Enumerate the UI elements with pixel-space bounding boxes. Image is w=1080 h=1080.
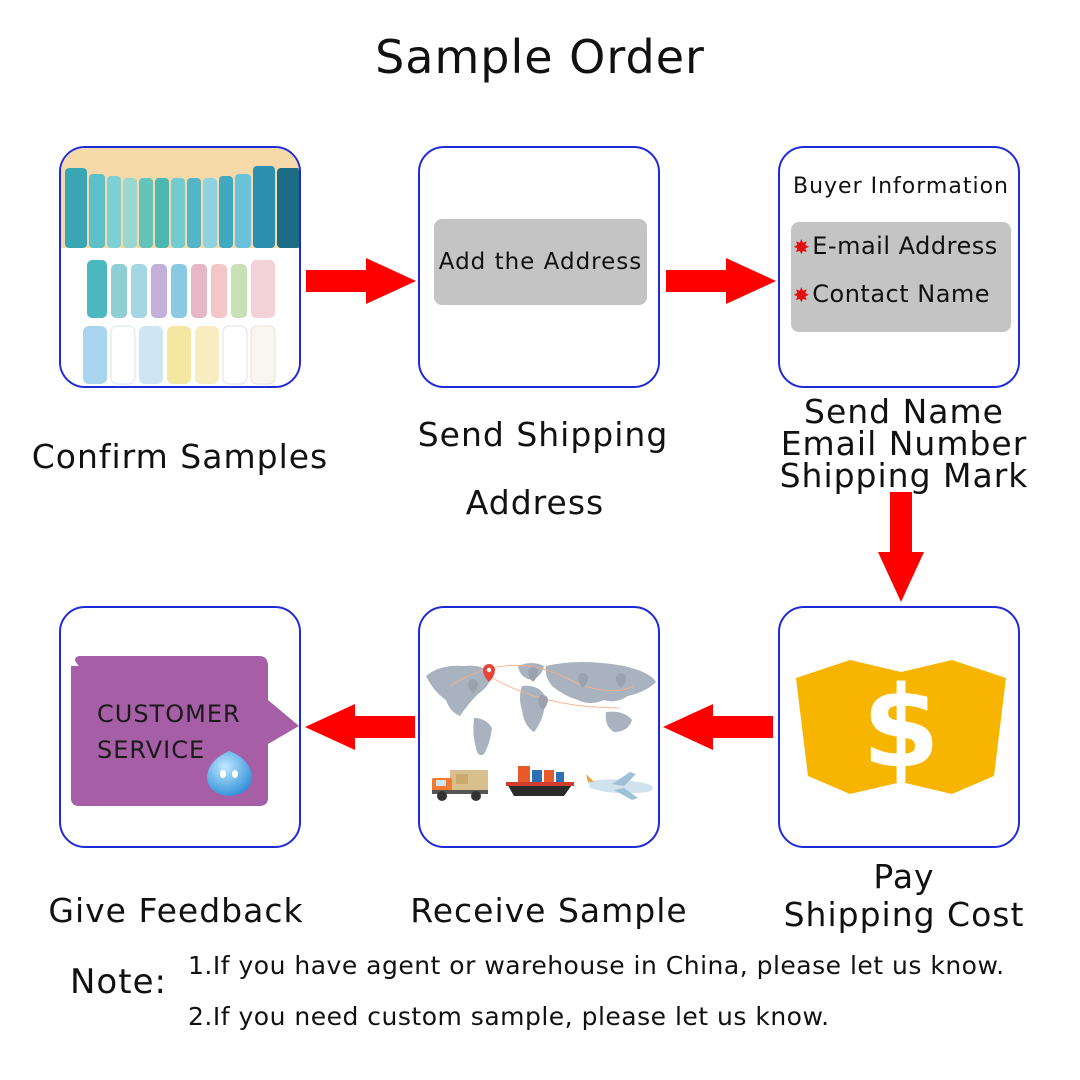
caption-line: Shipping Cost: [783, 895, 1025, 934]
note-line-1: 1.If you have agent or warehouse in Chin…: [188, 951, 1005, 980]
send-address-card: Add the Address: [418, 146, 660, 388]
dollar-icon: $: [796, 660, 1006, 794]
chat-bubble-icon: [71, 656, 299, 806]
caption-receive-sample: Receive Sample: [410, 891, 688, 930]
caption-confirm-samples: Confirm Samples: [31, 437, 329, 476]
buyer-info-card: Buyer Information ✸E-mail Address ✸Conta…: [778, 146, 1020, 388]
arrow-right-icon: [666, 258, 776, 304]
ship-icon: [506, 766, 574, 796]
caption-line: Email Number: [780, 424, 1028, 463]
required-star-icon: ✸: [793, 283, 811, 307]
feedback-card: CUSTOMER SERVICE: [59, 606, 301, 848]
plane-icon: [586, 772, 653, 800]
arrow-down-icon: [878, 492, 924, 602]
svg-text:$: $: [862, 663, 940, 793]
page-title: Sample Order: [375, 30, 705, 84]
buyer-info-heading: Buyer Information: [793, 174, 1009, 199]
caption-pay-shipping: Pay Shipping Cost: [770, 858, 1038, 934]
add-address-box: Add the Address: [434, 219, 647, 305]
caption-send-shipping: Send Shipping: [417, 415, 669, 454]
arrow-left-icon: [663, 704, 773, 750]
caption-line: Shipping Mark: [779, 456, 1029, 495]
pay-shipping-card: $: [778, 606, 1020, 848]
note-label: Note:: [70, 962, 167, 1002]
required-star-icon: ✸: [793, 235, 811, 259]
field-email: ✸E-mail Address: [793, 232, 998, 260]
product-bottles-image: [61, 148, 299, 386]
receive-sample-card: [418, 606, 660, 848]
add-address-text: Add the Address: [438, 249, 643, 275]
world-map-icon: [426, 662, 656, 756]
caption-address: Address: [465, 483, 605, 522]
arrow-right-icon: [306, 258, 416, 304]
field-contact-name: ✸Contact Name: [793, 280, 991, 308]
caption-buyer-info: Send Name Email Number Shipping Mark: [770, 392, 1038, 495]
caption-give-feedback: Give Feedback: [48, 891, 304, 930]
confirm-samples-card: [59, 146, 301, 388]
customer-service-text: CUSTOMER SERVICE: [97, 700, 241, 764]
arrow-left-icon: [305, 704, 415, 750]
truck-icon: [432, 770, 488, 801]
note-line-2: 2.If you need custom sample, please let …: [188, 1002, 830, 1031]
buyer-fields-box: ✸E-mail Address ✸Contact Name: [791, 222, 1011, 332]
caption-line: Pay: [873, 857, 935, 896]
caption-line: Send Name: [804, 392, 1004, 431]
